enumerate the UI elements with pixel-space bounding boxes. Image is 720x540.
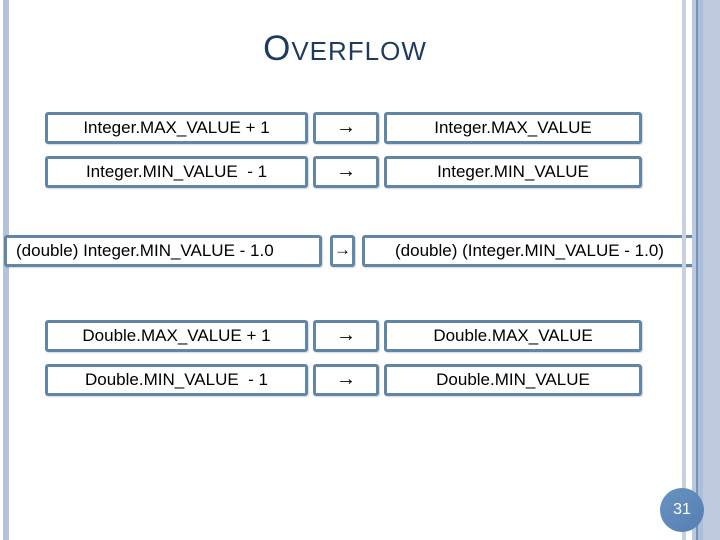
result-box: Integer.MAX_VALUE	[384, 112, 642, 144]
result-box: Double.MIN_VALUE	[384, 364, 642, 396]
right-border-stripe	[696, 0, 698, 540]
result-box: Double.MAX_VALUE	[384, 320, 642, 352]
title-rest: VERFLOW	[291, 36, 427, 66]
expression-box: Double.MIN_VALUE - 1	[45, 364, 308, 396]
page-number-badge: 31	[660, 488, 704, 532]
title-drop-cap: O	[263, 29, 292, 68]
right-arrow-icon: →	[313, 320, 379, 352]
right-arrow-icon: →	[313, 364, 379, 396]
result-box: Integer.MIN_VALUE	[384, 156, 642, 188]
right-arrow-icon: →	[330, 235, 355, 267]
result-box: (double) (Integer.MIN_VALUE - 1.0)	[362, 235, 697, 267]
right-border-stripe	[698, 0, 703, 540]
expression-box: Double.MAX_VALUE + 1	[45, 320, 308, 352]
expression-box: (double) Integer.MIN_VALUE - 1.0	[4, 235, 322, 267]
right-arrow-icon: →	[313, 156, 379, 188]
left-border-stripe	[3, 0, 9, 540]
right-border-stripe	[682, 0, 686, 540]
slide-title: OVERFLOW	[0, 28, 690, 77]
expression-box: Integer.MAX_VALUE + 1	[45, 112, 308, 144]
right-arrow-icon: →	[313, 112, 379, 144]
expression-box: Integer.MIN_VALUE - 1	[45, 156, 308, 188]
right-border-stripe	[703, 0, 720, 540]
right-border-stripe	[692, 0, 696, 540]
